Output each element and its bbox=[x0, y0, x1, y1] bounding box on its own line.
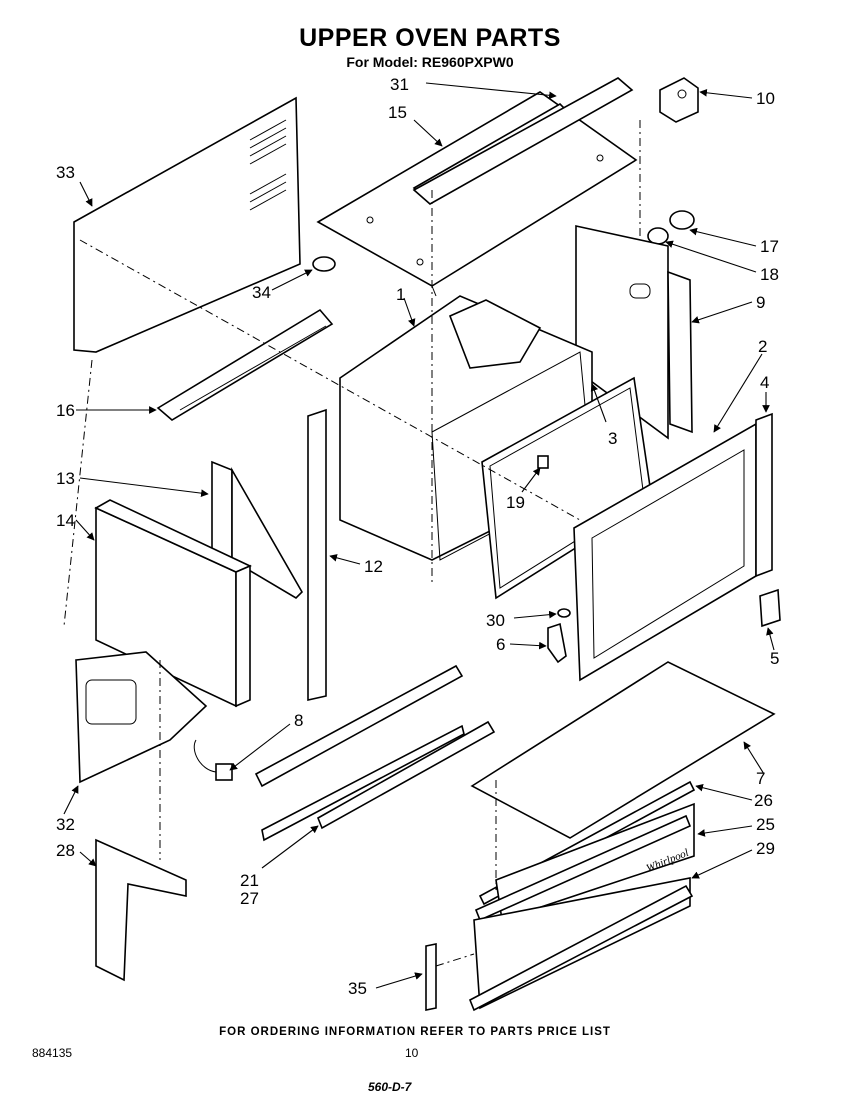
callout-21: 21 bbox=[240, 871, 259, 890]
callout-labels: 31 15 10 33 17 18 34 9 1 2 4 16 3 13 19 … bbox=[56, 75, 779, 998]
part-6-hinge-bracket bbox=[547, 622, 567, 664]
page-title: UPPER OVEN PARTS bbox=[299, 24, 561, 52]
part-7-bottom-plate bbox=[470, 661, 776, 839]
part-31-top-strip bbox=[412, 77, 634, 205]
part-33-rear-panel bbox=[73, 96, 301, 353]
part-16-rail bbox=[156, 308, 334, 421]
part-8-switch bbox=[193, 739, 233, 781]
callout-5: 5 bbox=[770, 649, 779, 668]
part-5-clip bbox=[759, 588, 781, 628]
callout-6: 6 bbox=[496, 635, 505, 654]
part-34-clip bbox=[312, 256, 336, 272]
model-subtitle: For Model: RE960PXPW0 bbox=[346, 54, 514, 70]
callout-1: 1 bbox=[396, 285, 405, 304]
alignment-lines bbox=[63, 120, 641, 967]
callout-18: 18 bbox=[760, 265, 779, 284]
part-35-end-cap bbox=[425, 943, 437, 1011]
callout-8: 8 bbox=[294, 711, 303, 730]
callout-7: 7 bbox=[756, 769, 765, 788]
callout-29: 29 bbox=[756, 839, 775, 858]
callout-32: 32 bbox=[56, 815, 75, 834]
callout-28: 25 bbox=[756, 815, 775, 834]
callout-13: 13 bbox=[56, 469, 75, 488]
callout-4: 4 bbox=[760, 373, 769, 392]
callout-19: 19 bbox=[506, 493, 525, 512]
ordering-note: FOR ORDERING INFORMATION REFER TO PARTS … bbox=[219, 1026, 611, 1038]
part-27-rod bbox=[316, 720, 496, 830]
leader-lines bbox=[63, 82, 775, 989]
handwritten-note: 560-D-7 bbox=[368, 1080, 412, 1094]
callout-12: 12 bbox=[364, 557, 383, 576]
part-25-side-trim bbox=[95, 838, 187, 982]
document-number: 884135 bbox=[32, 1046, 73, 1060]
part-21-rail bbox=[254, 664, 465, 842]
callout-31: 31 bbox=[390, 75, 409, 94]
part-29-trim-strip bbox=[468, 814, 694, 1012]
callout-14: 14 bbox=[56, 511, 75, 530]
callout-17: 17 bbox=[760, 237, 779, 256]
callout-16: 16 bbox=[56, 401, 75, 420]
callout-27: 27 bbox=[240, 889, 259, 908]
page-number: 10 bbox=[405, 1046, 419, 1060]
part-10-bracket bbox=[659, 77, 699, 123]
callout-34: 34 bbox=[252, 283, 271, 302]
part-32-lower-panel bbox=[75, 651, 208, 784]
part-30-grommet bbox=[557, 608, 571, 618]
callout-35: 35 bbox=[348, 979, 367, 998]
exploded-parts-drawing: Whirlpool bbox=[56, 75, 781, 1012]
callout-2: 2 bbox=[758, 337, 767, 356]
callout-30: 30 bbox=[486, 611, 505, 630]
part-9-side-panel bbox=[575, 225, 693, 440]
part-12-vertical-strip bbox=[307, 408, 327, 701]
part-19-clip bbox=[537, 455, 549, 469]
callout-10: 10 bbox=[756, 89, 775, 108]
callout-3: 3 bbox=[608, 429, 617, 448]
callout-33: 33 bbox=[56, 163, 75, 182]
callout-26: 26 bbox=[754, 791, 773, 810]
callout-15: 15 bbox=[388, 103, 407, 122]
callout-25: 28 bbox=[56, 841, 75, 860]
callout-9: 9 bbox=[756, 293, 765, 312]
part-4-strip bbox=[755, 412, 773, 578]
part-17-lamp-socket bbox=[669, 210, 695, 230]
